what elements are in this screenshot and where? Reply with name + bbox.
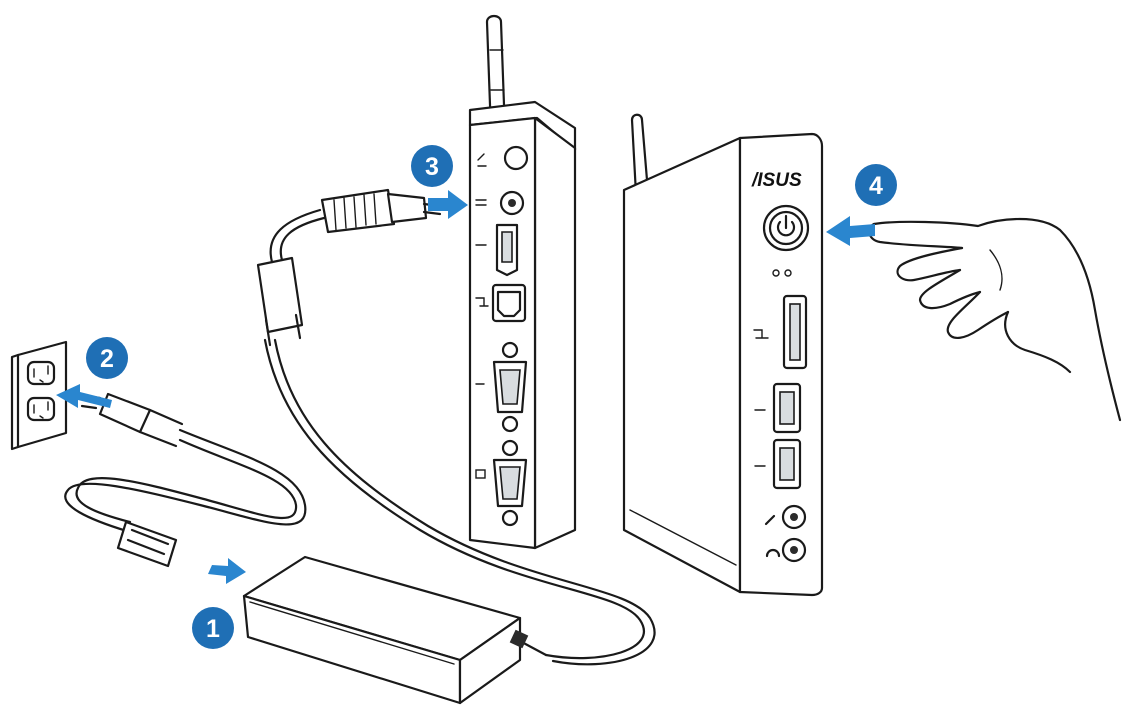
- power-button-icon[interactable]: [762, 204, 810, 252]
- badge-circle: [411, 145, 453, 187]
- arrow-step-1: [208, 558, 246, 584]
- hand-icon: [868, 217, 1122, 422]
- step-number: 3: [425, 153, 439, 181]
- wifi-port-icon: [477, 145, 529, 171]
- step-number: 4: [869, 172, 883, 200]
- lan-port-icon: [475, 283, 527, 323]
- microphone-jack-icon: [764, 504, 807, 530]
- step-badge-4: 4: [855, 164, 897, 206]
- arrow-step-4: [826, 216, 875, 246]
- power-cord: [64, 392, 307, 568]
- step-badge-3: 3: [411, 145, 453, 187]
- badge-circle: [86, 337, 128, 379]
- usb-port-icon: [754, 438, 802, 490]
- vga-port-icon: [475, 439, 528, 527]
- step-badge-1: 1: [192, 607, 234, 649]
- headphone-jack-icon: [765, 537, 807, 563]
- step-arrows: [56, 190, 875, 584]
- pc-front-view: /ISUS: [622, 113, 824, 597]
- brand-logo: /ISUS: [751, 170, 802, 191]
- card-reader-icon: [753, 294, 808, 370]
- usb-port-icon: [754, 382, 802, 434]
- badge-circle: [855, 164, 897, 206]
- pc-rear-view: [468, 14, 577, 550]
- step-number: 2: [100, 345, 114, 373]
- serial-port-icon: [475, 341, 528, 433]
- arrow-step-3: [428, 190, 468, 219]
- power-adapter-icon: [242, 188, 656, 705]
- badge-circle: [192, 607, 234, 649]
- wall-outlet-icon: [10, 340, 68, 451]
- step-badge-2: 2: [86, 337, 128, 379]
- dc-in-port-icon: [475, 190, 525, 216]
- arrow-step-2: [56, 384, 112, 408]
- hdmi-port-icon: [475, 223, 519, 277]
- step-number: 1: [206, 615, 220, 643]
